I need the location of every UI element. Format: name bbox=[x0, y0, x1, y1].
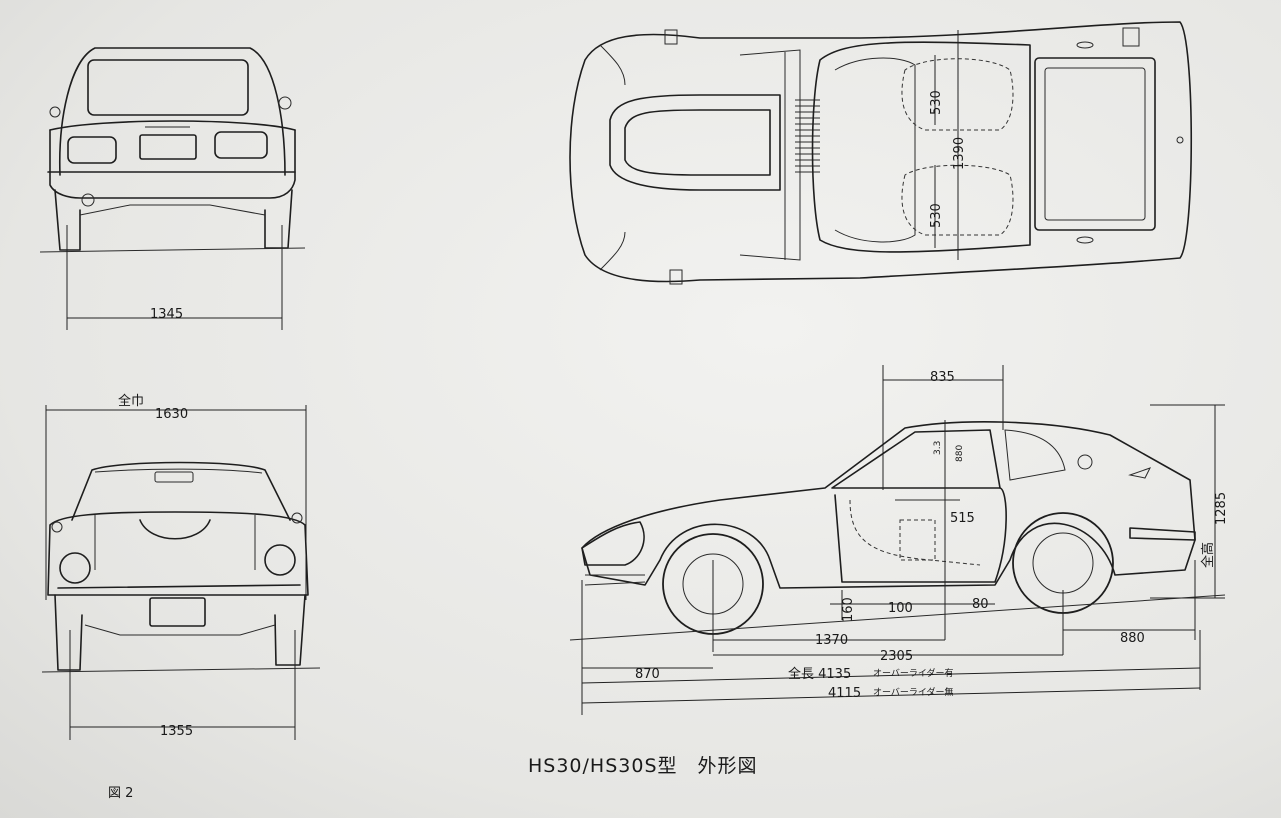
wheelbase-label: 2305 bbox=[880, 649, 913, 664]
side-view bbox=[569, 365, 1226, 715]
overall-length-alt: 4115 bbox=[828, 686, 861, 701]
front-width-caption: 全巾 bbox=[118, 393, 144, 409]
door-dim-label: 835 bbox=[930, 370, 955, 385]
dim-100-label: 100 bbox=[888, 601, 913, 616]
length-note-with-overrider: オーバーライダー有 bbox=[873, 667, 954, 679]
dimension-labels: 1345 全巾 1630 1355 530 1390 530 835 3.3 8… bbox=[118, 90, 1229, 739]
height-caption: 全高 bbox=[1200, 542, 1216, 568]
dim-80-label: 80 bbox=[972, 597, 989, 612]
cowl-vent bbox=[795, 99, 820, 173]
front-width-label: 1630 bbox=[155, 407, 188, 422]
pillar-dims-label: 3.3 bbox=[933, 441, 943, 455]
seat-dim-total-label: 1390 bbox=[952, 137, 967, 170]
seat-dim-lower-label: 530 bbox=[929, 203, 944, 228]
seat-dim-upper-label: 530 bbox=[929, 90, 944, 115]
dim-1370-label: 1370 bbox=[815, 633, 848, 648]
front-view bbox=[41, 405, 321, 740]
dim-880-vertical-label: 880 bbox=[955, 445, 965, 462]
front-track-label: 1355 bbox=[160, 724, 193, 739]
top-view bbox=[569, 21, 1193, 285]
figure-title: HS30/HS30S型 外形図 bbox=[528, 755, 758, 777]
figure-number: 図 2 bbox=[108, 786, 133, 801]
rear-overhang-label: 880 bbox=[1120, 631, 1145, 646]
height-dim-label: 1285 bbox=[1214, 492, 1229, 525]
overall-length-caption: 全長 4135 bbox=[788, 666, 851, 682]
length-note-without-overrider: オーバーライダー無 bbox=[873, 686, 954, 698]
ground-clearance-label: 160 bbox=[841, 597, 856, 622]
rear-view bbox=[39, 47, 306, 330]
rear-track-label: 1345 bbox=[150, 307, 183, 322]
front-overhang-label: 870 bbox=[635, 667, 660, 682]
dim-515-label: 515 bbox=[950, 511, 975, 526]
